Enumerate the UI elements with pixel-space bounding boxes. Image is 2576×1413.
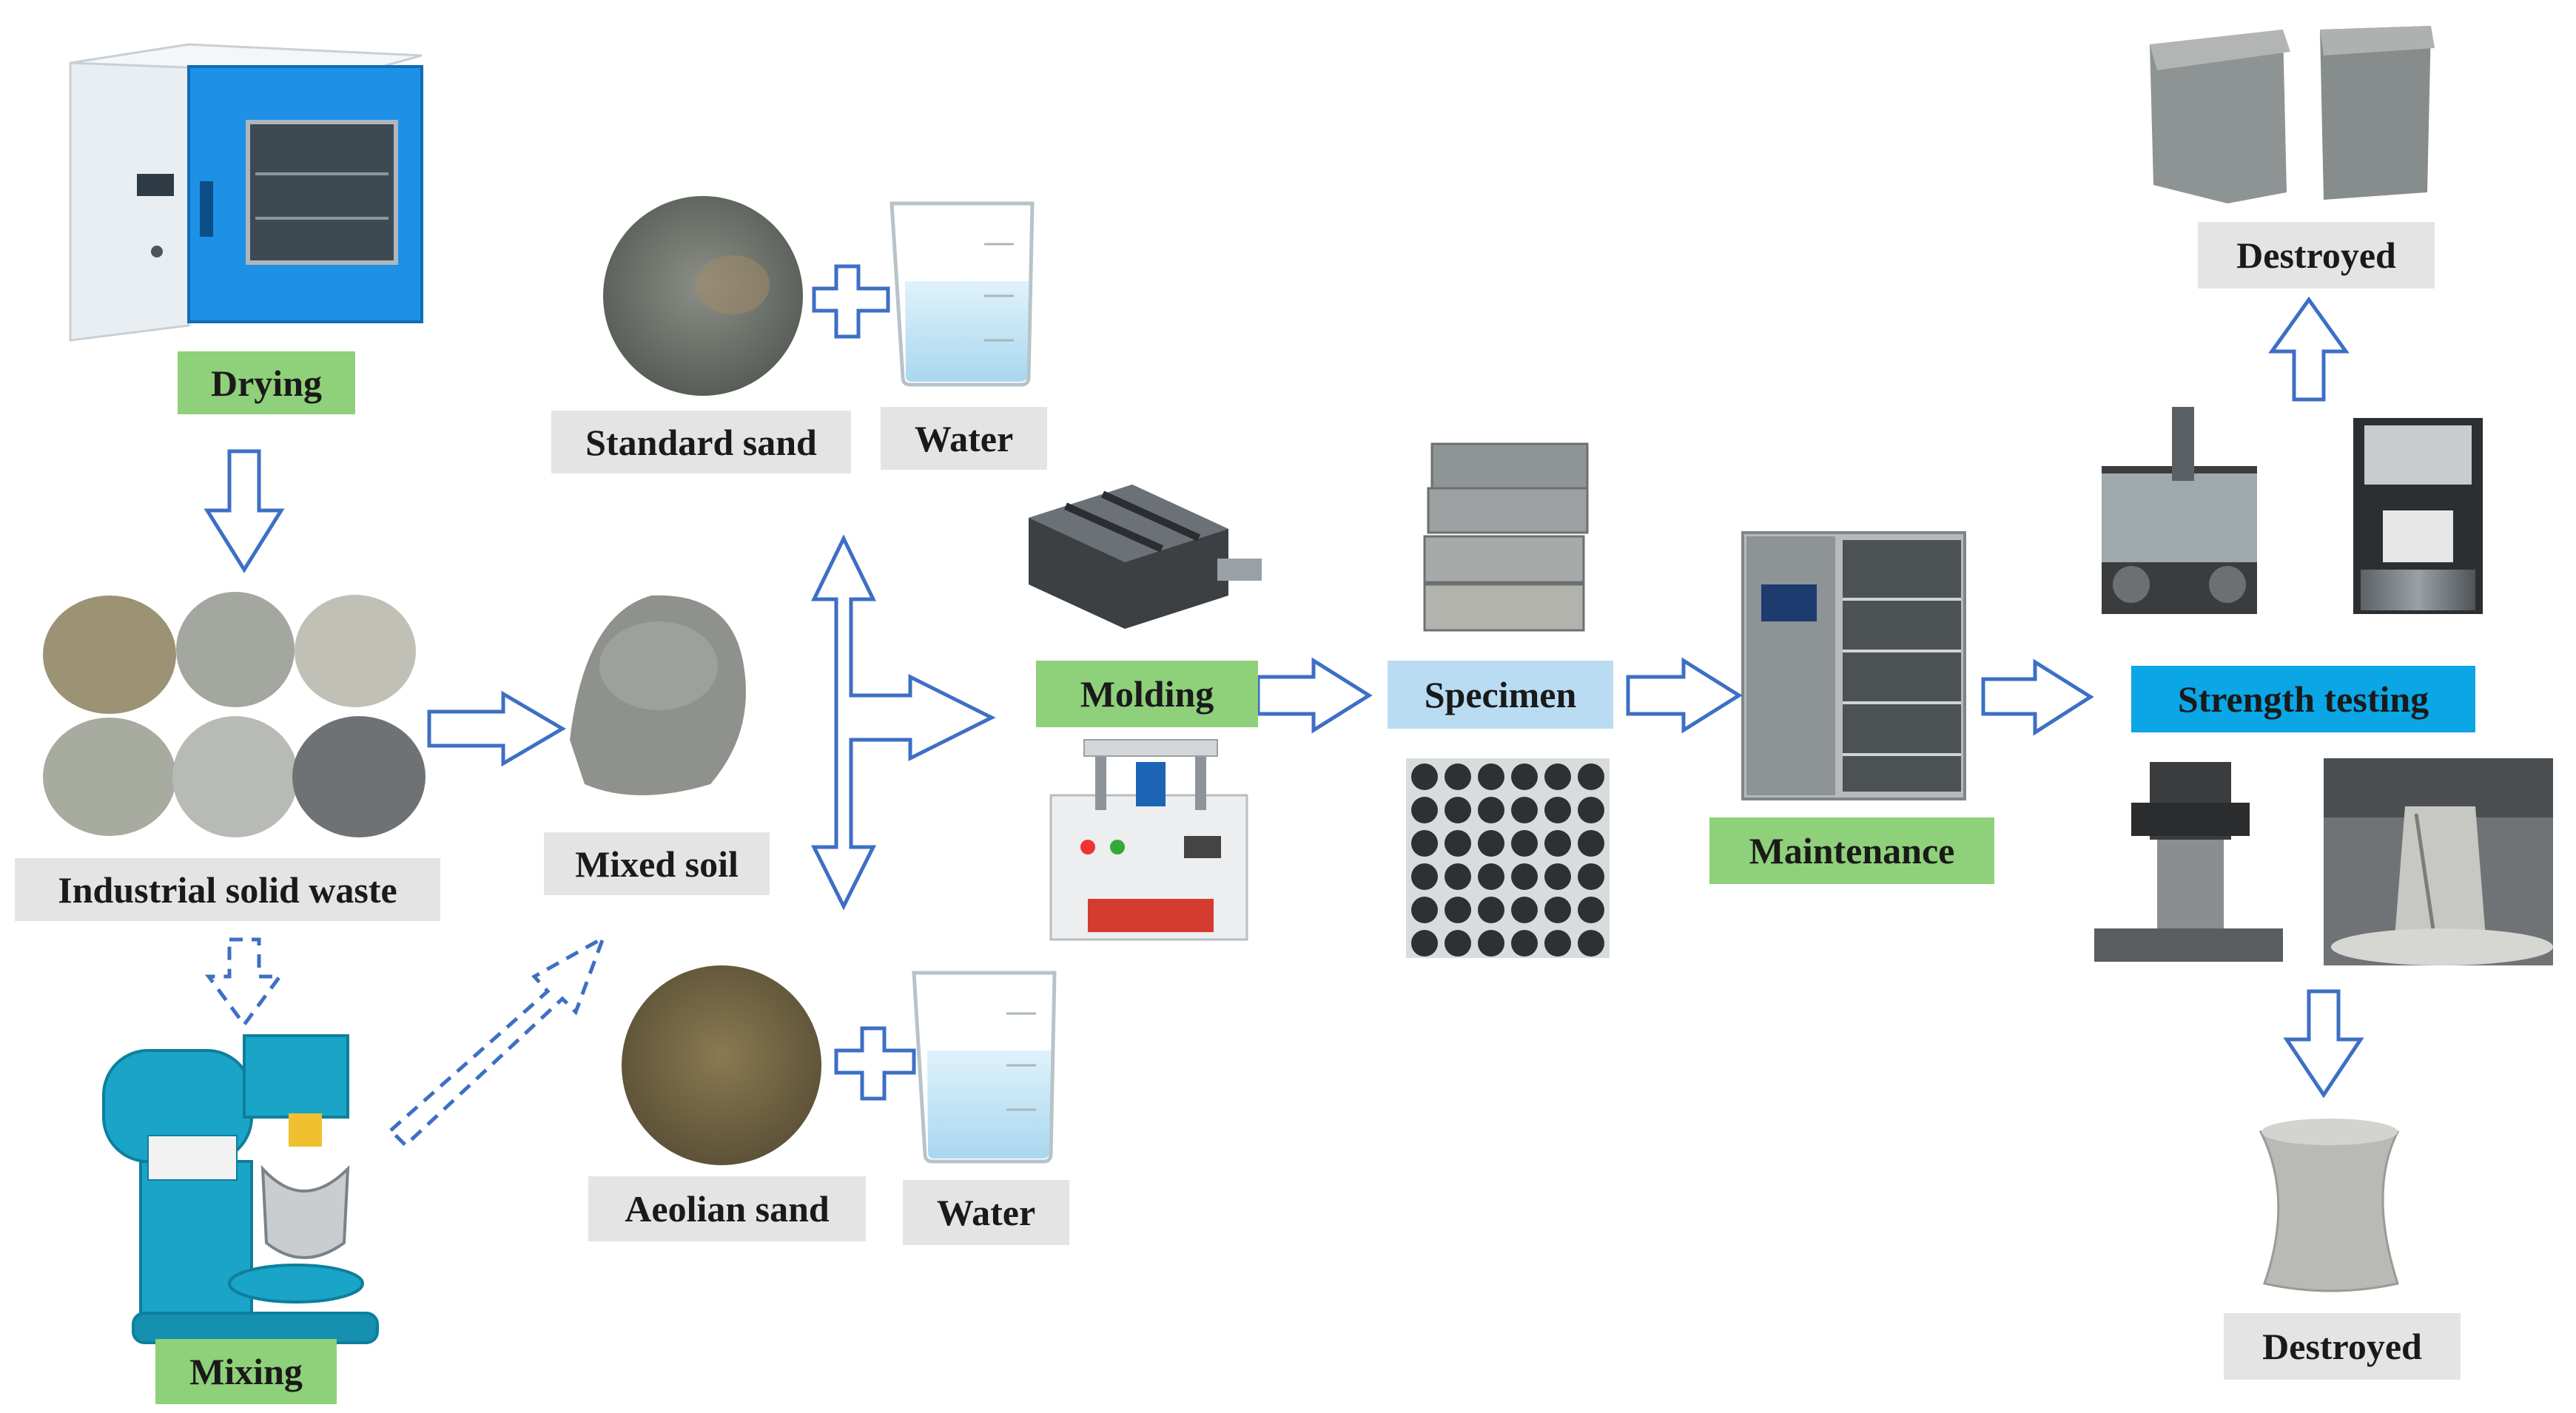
broken-prism-picture	[2150, 26, 2435, 203]
plus-sign-bottom	[834, 1026, 916, 1101]
label-mixed-soil: Mixed soil	[544, 832, 770, 895]
prism-mold-picture	[1029, 485, 1262, 629]
label-destroyed-bottom: Destroyed	[2224, 1313, 2461, 1380]
label-aeolian-sand: Aeolian sand	[588, 1176, 866, 1241]
label-destroyed-top: Destroyed	[2198, 222, 2435, 289]
label-industrial-solid-waste: Industrial solid waste	[15, 858, 440, 921]
cylinder-specimens-picture	[1406, 758, 1610, 958]
arrow-molding-to-specimen	[1256, 657, 1373, 734]
beaker-top-picture	[890, 201, 1035, 387]
arrow-right-to-mixed-soil	[427, 690, 566, 767]
prism-specimens-picture	[1423, 442, 1589, 632]
compaction-apparatus-picture	[1049, 739, 1248, 941]
plus-sign-top	[812, 264, 890, 339]
label-water-top: Water	[881, 407, 1047, 470]
label-drying: Drying	[178, 351, 355, 414]
hourglass-specimen-picture	[2259, 1119, 2400, 1292]
arrow-dashed-down-to-mixing	[205, 937, 283, 1028]
industrial-solid-waste-picture	[43, 592, 426, 837]
mixer-picture	[102, 1034, 379, 1344]
label-molding: Molding	[1036, 661, 1258, 727]
flexural-test-picture	[2102, 407, 2257, 614]
label-standard-sand: Standard sand	[551, 411, 851, 473]
compression-machine-picture	[2353, 418, 2483, 614]
mixed-soil-picture	[570, 595, 746, 795]
label-specimen: Specimen	[1388, 661, 1613, 729]
label-water-bottom: Water	[903, 1180, 1069, 1245]
arrow-double-vertical	[810, 534, 996, 911]
drying-oven-picture	[69, 43, 423, 342]
label-maintenance: Maintenance	[1709, 817, 1994, 884]
arrow-up-destroyed	[2268, 296, 2350, 402]
arrow-dashed-mixing-to-mixed-soil	[388, 934, 607, 1148]
standard-sand-picture	[603, 196, 803, 396]
arrow-down-drying	[204, 449, 285, 573]
label-mixing: Mixing	[155, 1339, 337, 1404]
curing-chamber-picture	[1741, 531, 1966, 800]
cylinder-press-picture	[2091, 762, 2287, 962]
label-strength-testing: Strength testing	[2131, 666, 2475, 732]
beaker-bottom-picture	[912, 971, 1057, 1164]
arrow-specimen-to-maintenance	[1626, 657, 1743, 734]
crushed-cylinder-picture	[2324, 758, 2553, 965]
arrow-maintenance-to-strength	[1981, 658, 2094, 736]
arrow-down-destroyed	[2283, 989, 2364, 1099]
aeolian-sand-picture	[622, 965, 821, 1165]
